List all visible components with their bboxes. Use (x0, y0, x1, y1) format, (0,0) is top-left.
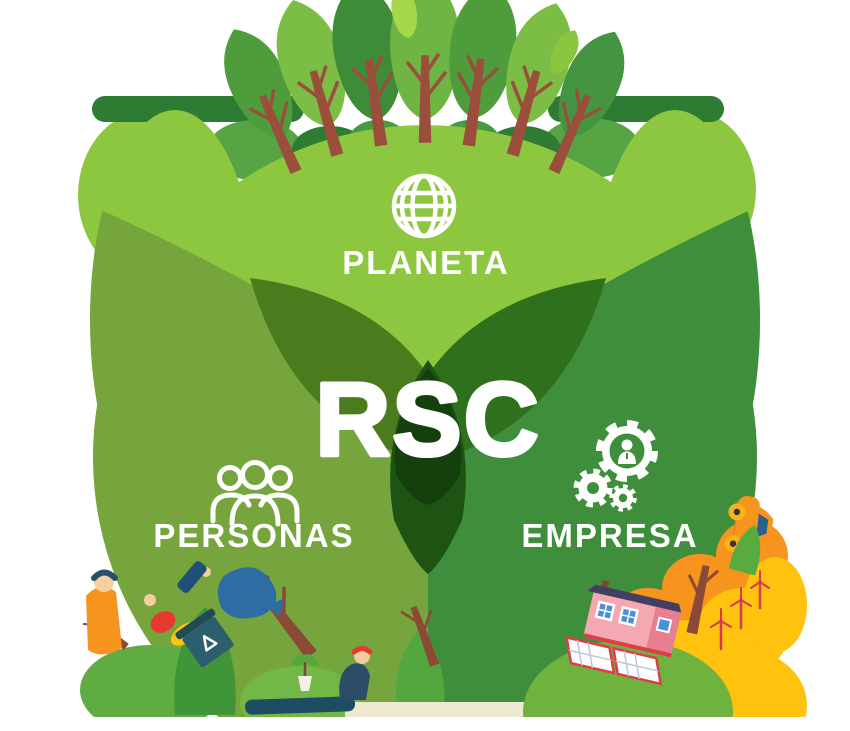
tree-trunk (506, 65, 553, 157)
label-planeta: PLANETA (342, 244, 509, 281)
tree-trunk (406, 53, 447, 143)
small-leaf (391, 0, 418, 38)
house-trim (583, 633, 672, 658)
tree-trunk (456, 55, 499, 147)
tree-trunks (248, 53, 602, 175)
label-empresa: EMPRESA (521, 517, 698, 554)
window (617, 605, 639, 627)
people-icon (210, 460, 300, 527)
recycle-bin (175, 608, 234, 668)
window (655, 616, 673, 634)
tree-trunk (297, 65, 344, 157)
gear-small (609, 484, 637, 512)
tree-trunk (248, 88, 302, 175)
car-wheel (728, 503, 746, 521)
pine-bush (728, 525, 761, 576)
person-head (621, 439, 633, 451)
garden-tools (150, 561, 284, 646)
wind-turbine (750, 570, 770, 610)
globe-icon (391, 173, 457, 239)
tree-foliage (224, 29, 293, 138)
gear-medium (573, 468, 613, 508)
tree-trunk (351, 55, 394, 147)
hand (144, 594, 156, 606)
bare-tree (400, 605, 440, 667)
path-strip (345, 702, 525, 717)
solar-panel (565, 635, 663, 686)
wind-turbines (710, 570, 770, 651)
gear-large (596, 420, 658, 482)
tree-foliage (276, 0, 346, 127)
planting-scene (80, 561, 525, 717)
region-personas (90, 190, 428, 717)
tree-foliage (558, 31, 625, 136)
recycle-icon (202, 635, 218, 652)
kneeling-person (339, 646, 373, 700)
car-window (755, 513, 769, 538)
sapling-pot (291, 654, 319, 691)
wind-turbine (730, 587, 752, 630)
overlap-center (394, 368, 462, 505)
label-personas: PERSONAS (153, 517, 354, 554)
tree-trunk (548, 88, 602, 175)
bare-tree (686, 564, 719, 635)
roof (587, 584, 682, 613)
window (594, 600, 616, 622)
label-rsc: RSC (315, 362, 541, 478)
eco-scene (523, 496, 807, 717)
small-leaf (550, 30, 579, 74)
ground-bar (245, 696, 356, 715)
solar-house (565, 580, 682, 686)
wind-turbine (710, 608, 732, 651)
tree-foliage (506, 3, 572, 124)
gears-icon (573, 420, 658, 512)
